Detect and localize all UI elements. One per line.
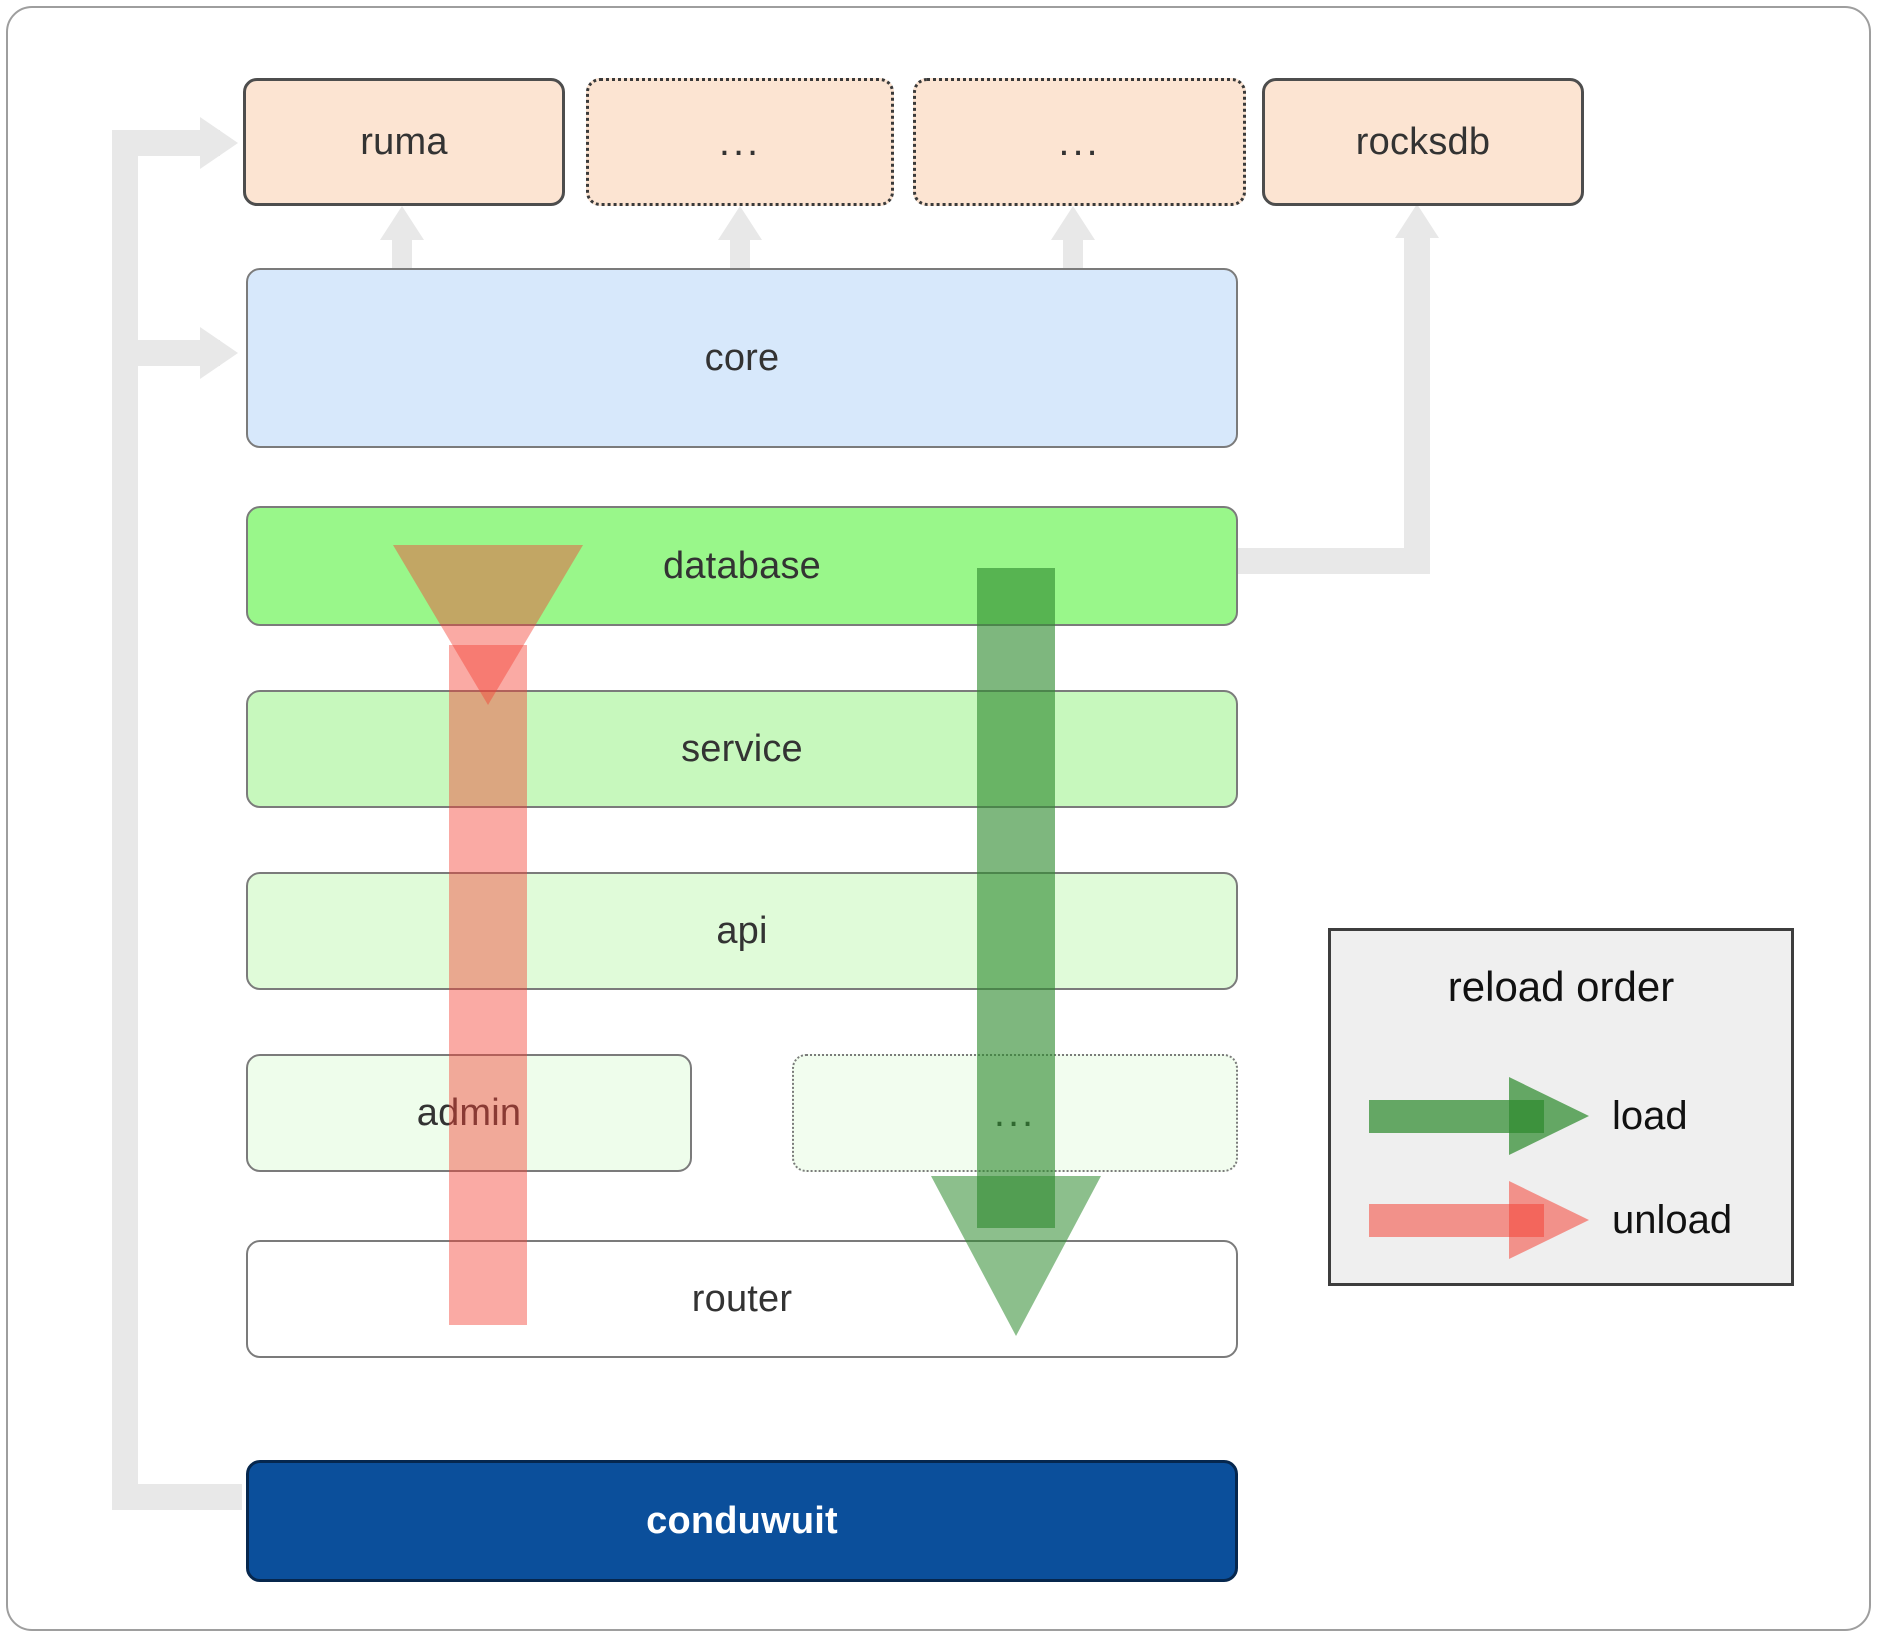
legend-item-load-label: load [1612, 1093, 1688, 1138]
connector-database-to-rocksdb-arrowhead [1395, 204, 1439, 238]
load-arrow-head [931, 1176, 1101, 1336]
legend-item-load: load [1369, 1071, 1769, 1161]
unload-arrow-icon [1369, 1175, 1594, 1265]
node-service[interactable]: service [246, 690, 1238, 808]
node-core[interactable]: core [246, 268, 1238, 448]
node-router-label: router [691, 1277, 793, 1320]
node-database[interactable]: database [246, 506, 1238, 626]
node-admin[interactable]: admin [246, 1054, 692, 1172]
connector-left-bottom-horizontal [112, 1484, 242, 1510]
unload-arrow-head [393, 545, 583, 705]
node-dependency-ellipsis-2[interactable]: ... [913, 78, 1246, 206]
legend-item-unload: unload [1369, 1175, 1769, 1265]
node-conduwuit[interactable]: conduwuit [246, 1460, 1238, 1582]
node-rocksdb[interactable]: rocksdb [1262, 78, 1584, 206]
connector-to-ruma-arrowhead [200, 117, 238, 169]
node-conduwuit-label: conduwuit [646, 1499, 838, 1542]
node-ruma[interactable]: ruma [243, 78, 565, 206]
node-dependency-ellipsis-1[interactable]: ... [586, 78, 894, 206]
node-admin-label: admin [416, 1091, 522, 1134]
node-dependency-ellipsis-2-label: ... [1058, 120, 1101, 164]
connector-database-to-rocksdb-horizontal [1230, 548, 1416, 574]
connector-database-to-rocksdb-vertical [1404, 238, 1430, 574]
node-api-label: api [716, 909, 768, 952]
diagram-frame [6, 6, 1871, 1631]
node-rocksdb-label: rocksdb [1355, 120, 1491, 163]
connector-left-vertical [112, 130, 138, 1510]
connector-to-core-arrowhead [200, 327, 238, 379]
node-dependency-ellipsis-1-label: ... [718, 120, 762, 164]
legend-panel: reload order load unload [1328, 928, 1794, 1286]
node-ruma-label: ruma [360, 120, 448, 163]
load-arrow-icon [1369, 1071, 1594, 1161]
unload-arrow-shaft [449, 645, 527, 1325]
connector-core-to-dep3-arrowhead [1051, 206, 1095, 240]
legend-title: reload order [1447, 963, 1675, 1010]
legend-item-unload-label: unload [1612, 1197, 1733, 1242]
node-database-label: database [663, 544, 821, 587]
node-core-label: core [704, 336, 780, 379]
load-arrow-shaft [977, 568, 1055, 1228]
node-api[interactable]: api [246, 872, 1238, 990]
connector-core-to-ruma-arrowhead [380, 206, 424, 240]
node-service-label: service [681, 727, 803, 770]
connector-core-to-dep2-arrowhead [718, 206, 762, 240]
